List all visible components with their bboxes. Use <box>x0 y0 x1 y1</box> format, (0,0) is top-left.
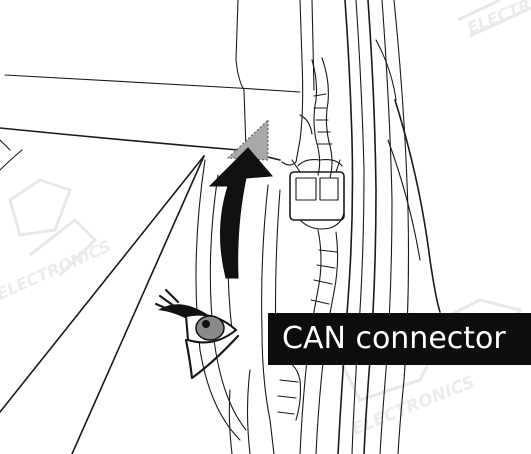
pillar-frame <box>282 0 440 454</box>
wiring-harness <box>278 58 338 454</box>
watermark-text-top-right: ELECTRONICS <box>464 0 531 38</box>
watermark-text-left: ELECTRONICS <box>0 236 114 303</box>
watermark-top-right: ELECTRONICS <box>458 0 531 38</box>
watermark-left: ELECTRONICS <box>0 180 114 304</box>
can-connector <box>290 160 344 229</box>
can-connector-label: CAN connector <box>268 313 531 365</box>
